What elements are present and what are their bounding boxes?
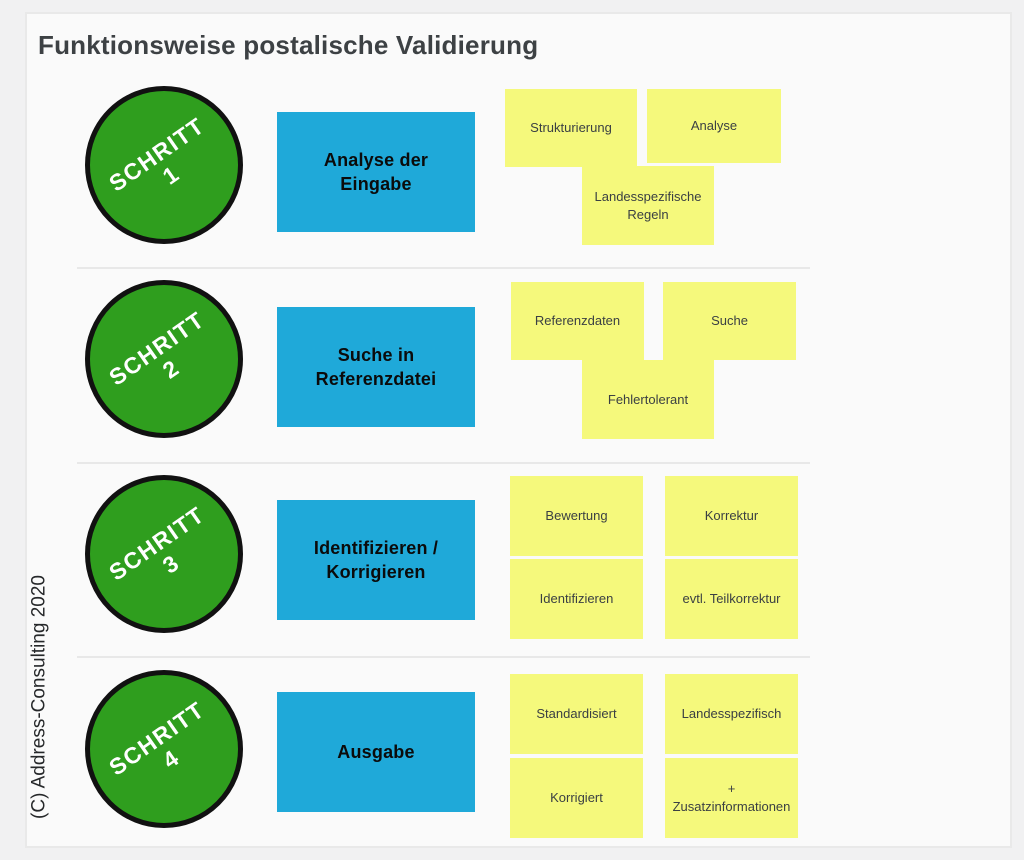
- step-1-circle[interactable]: SCHRITT 1: [85, 86, 243, 244]
- step-1-label: SCHRITT 1: [104, 112, 224, 217]
- step-3-action-box[interactable]: Identifizieren / Korrigieren: [277, 500, 475, 620]
- row-divider: [77, 267, 810, 269]
- sticky-note-analyse[interactable]: Analyse: [647, 89, 781, 163]
- sticky-note-landesspezifisch[interactable]: Landesspezifisch: [665, 674, 798, 754]
- step-2-label: SCHRITT 2: [104, 306, 224, 411]
- sticky-note-zusatzinformationen[interactable]: + Zusatzinformationen: [665, 758, 798, 838]
- step-3-label: SCHRITT 3: [104, 501, 224, 606]
- copyright-text: (C) Address-Consulting 2020: [28, 575, 50, 819]
- diagram-canvas: Funktionsweise postalische Validierung (…: [25, 12, 1012, 848]
- sticky-note-korrektur[interactable]: Korrektur: [665, 476, 798, 556]
- sticky-note-bewertung[interactable]: Bewertung: [510, 476, 643, 556]
- step-4-circle[interactable]: SCHRITT 4: [85, 670, 243, 828]
- sticky-note-standardisiert[interactable]: Standardisiert: [510, 674, 643, 754]
- row-divider: [77, 656, 810, 658]
- sticky-note-teilkorrektur[interactable]: evtl. Teilkorrektur: [665, 559, 798, 639]
- sticky-note-identifizieren[interactable]: Identifizieren: [510, 559, 643, 639]
- step-4-label: SCHRITT 4: [104, 696, 224, 801]
- sticky-note-korrigiert[interactable]: Korrigiert: [510, 758, 643, 838]
- sticky-note-referenzdaten[interactable]: Referenzdaten: [511, 282, 644, 360]
- step-3-circle[interactable]: SCHRITT 3: [85, 475, 243, 633]
- sticky-note-suche[interactable]: Suche: [663, 282, 796, 360]
- step-2-action-box[interactable]: Suche in Referenzdatei: [277, 307, 475, 427]
- step-2-circle[interactable]: SCHRITT 2: [85, 280, 243, 438]
- step-4-action-box[interactable]: Ausgabe: [277, 692, 475, 812]
- step-1-action-box[interactable]: Analyse der Eingabe: [277, 112, 475, 232]
- page-title: Funktionsweise postalische Validierung: [38, 30, 539, 60]
- sticky-note-fehlertolerant[interactable]: Fehlertolerant: [582, 360, 714, 439]
- sticky-note-strukturierung[interactable]: Strukturierung: [505, 89, 637, 167]
- row-divider: [77, 462, 810, 464]
- sticky-note-landesspezifische-regeln[interactable]: Landesspezifische Regeln: [582, 166, 714, 245]
